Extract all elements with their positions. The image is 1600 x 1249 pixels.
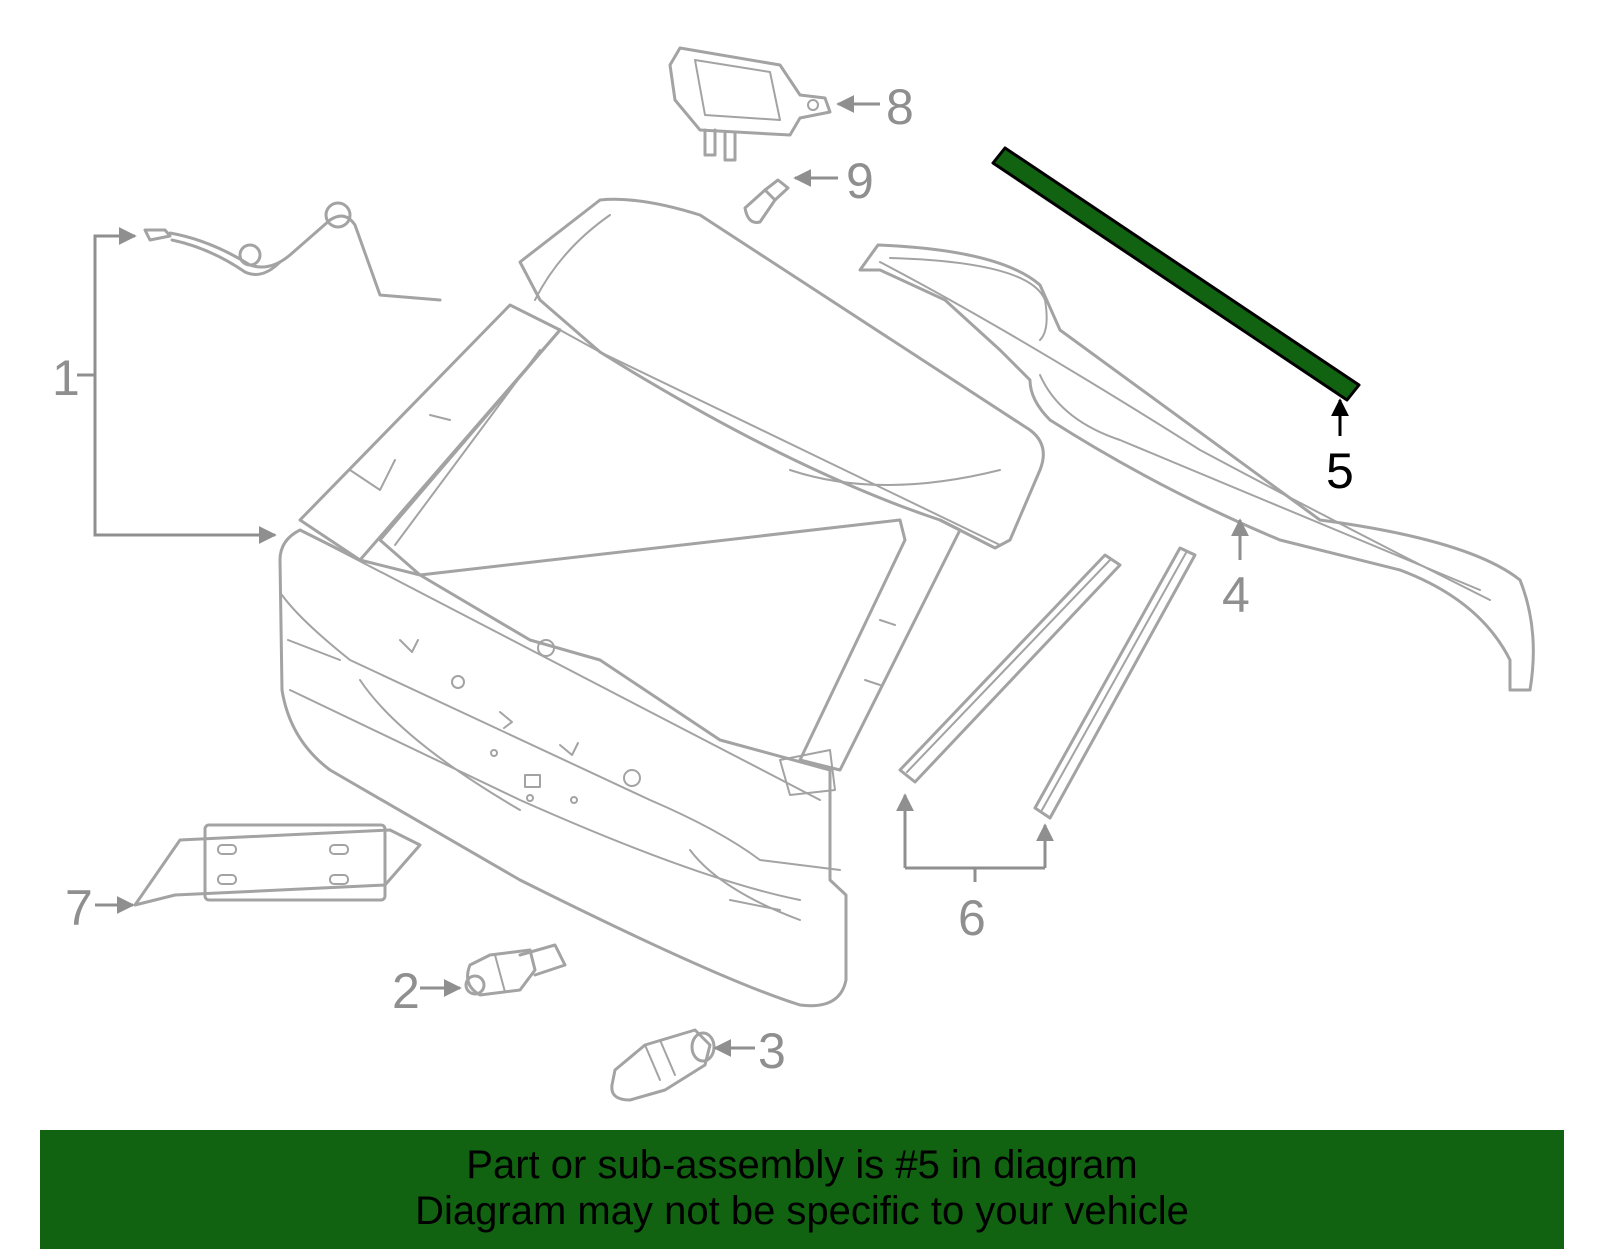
callout-6: 6 [958, 890, 986, 946]
highlighted-part-5[interactable] [991, 146, 1361, 402]
callout-4: 4 [1222, 567, 1250, 623]
bump-stop-part [610, 1028, 716, 1102]
window-seals-part [898, 546, 1197, 820]
control-module-part [133, 823, 422, 907]
callout-7: 7 [65, 880, 93, 936]
latch-part [668, 46, 832, 162]
banner-line-disclaimer: Diagram may not be specific to your vehi… [415, 1189, 1189, 1233]
banner-line-part: Part or sub-assembly is #5 in diagram [466, 1143, 1138, 1187]
tailgate-assembly [278, 197, 1045, 1008]
switch-part [464, 943, 567, 997]
bolt-part [743, 178, 790, 224]
wiring-harness [143, 201, 442, 302]
callout-2: 2 [392, 963, 420, 1019]
callout-3: 3 [758, 1023, 786, 1079]
callout-9: 9 [846, 153, 874, 209]
leader-1-top [93, 227, 137, 375]
callout-1: 1 [52, 350, 80, 406]
leader-1-bottom [93, 375, 277, 544]
info-banner: Part or sub-assembly is #5 in diagram Di… [40, 1130, 1564, 1249]
callout-8: 8 [886, 79, 914, 135]
callout-5: 5 [1326, 443, 1354, 499]
weatherstrip-part [858, 243, 1535, 692]
